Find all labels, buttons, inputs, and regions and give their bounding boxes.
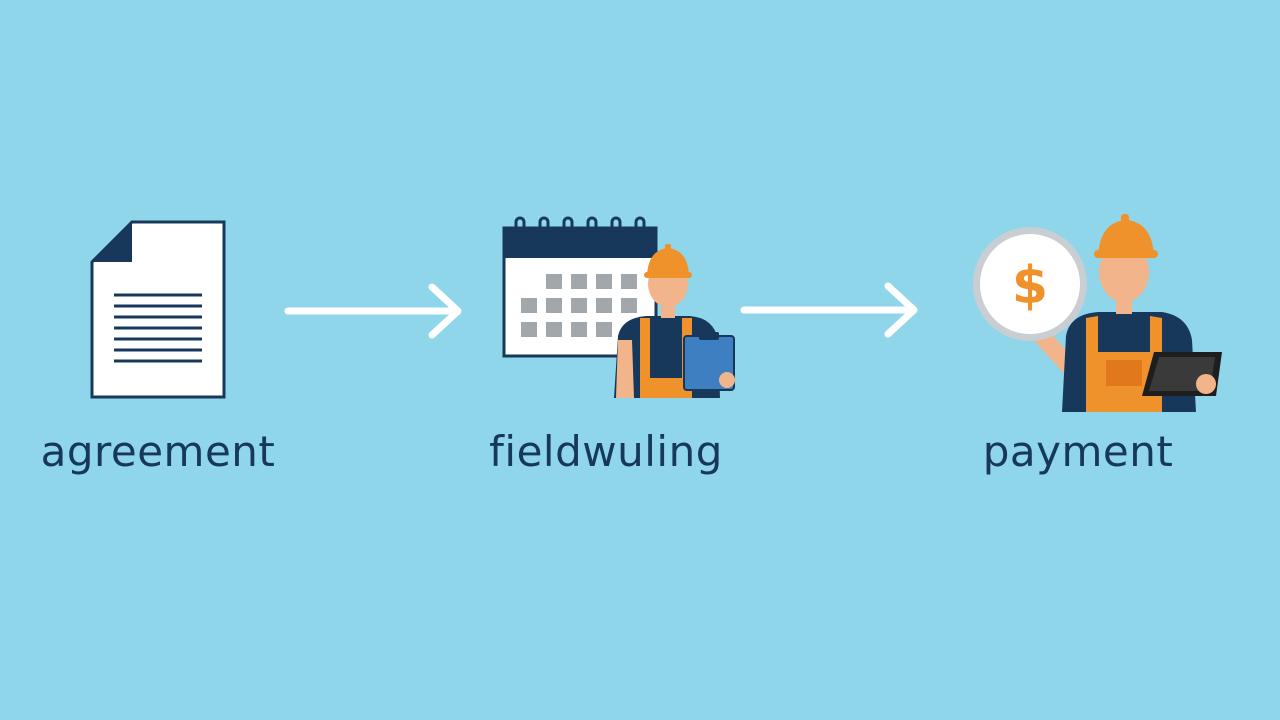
worker-icon [614, 244, 735, 398]
svg-text:$: $ [1012, 256, 1048, 316]
step-label-agreement: agreement [40, 427, 276, 476]
dollar-coin-icon: $ [973, 227, 1087, 341]
step-label-fieldwuling: fieldwuling [489, 427, 723, 476]
calendar-worker-icon [502, 216, 735, 398]
step-label-payment: payment [982, 427, 1174, 476]
arrow-right-icon [284, 283, 462, 339]
tablet-icon [1142, 352, 1222, 396]
calendar-icon [502, 216, 658, 358]
document-icon [90, 220, 226, 399]
dollar-worker-icon: $ [973, 214, 1222, 412]
arrow-right-icon [740, 282, 918, 338]
